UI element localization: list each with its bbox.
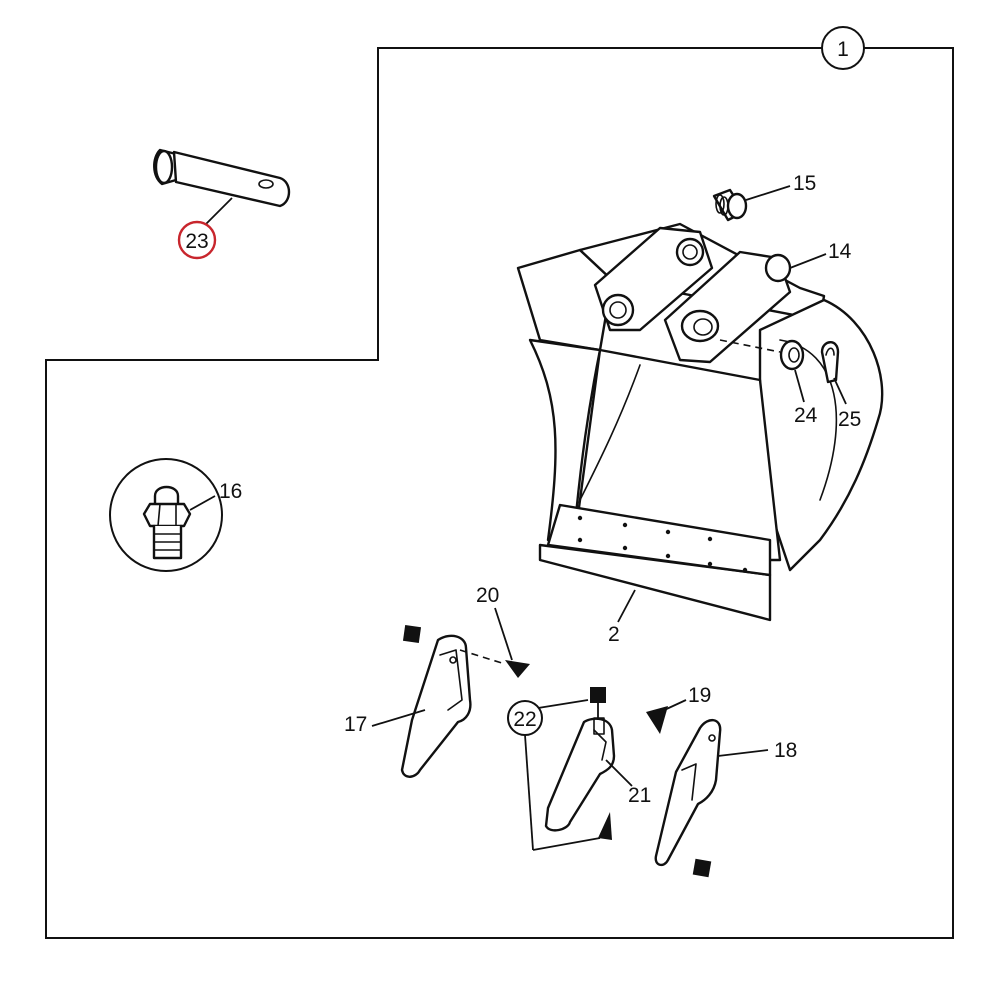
- callout-22[interactable]: 22: [507, 699, 601, 851]
- part-24-washer[interactable]: 24: [779, 339, 818, 427]
- label-17: 17: [344, 713, 367, 736]
- wedge-19-shape: [646, 706, 668, 734]
- part-18-tooth-adapter[interactable]: 18: [654, 719, 798, 867]
- assembly-boundary: [45, 47, 954, 939]
- label-21: 21: [628, 784, 651, 807]
- part-15-bush[interactable]: 15: [712, 172, 816, 222]
- callout-1-label: 1: [837, 38, 849, 61]
- pivot-axis-line: [719, 339, 781, 353]
- label-16: 16: [219, 480, 242, 503]
- label-2: 2: [608, 623, 620, 646]
- square-marker-18: [692, 858, 712, 878]
- label-14: 14: [828, 240, 852, 263]
- part-21-tooth[interactable]: 21: [544, 717, 651, 832]
- wedge-20-shape: [505, 660, 530, 678]
- callout-23[interactable]: 23: [177, 220, 217, 260]
- callout-22-label: 22: [513, 708, 536, 731]
- label-25: 25: [838, 408, 861, 431]
- label-18: 18: [774, 739, 797, 762]
- part-17-tooth-adapter[interactable]: 17: [344, 634, 472, 778]
- label-24: 24: [794, 404, 818, 427]
- label-19: 19: [688, 684, 711, 707]
- part-23-pin[interactable]: [153, 148, 291, 226]
- label-20: 20: [476, 584, 499, 607]
- square-marker-17: [402, 624, 422, 644]
- part-16-grease-nipple[interactable]: 16: [109, 458, 242, 572]
- callout-1[interactable]: 1: [821, 26, 865, 70]
- part-25-linch-pin[interactable]: 25: [820, 341, 861, 431]
- part-20-wedge[interactable]: 20: [459, 584, 530, 678]
- square-marker-21: [590, 687, 606, 703]
- part-2-bucket[interactable]: 2: [516, 222, 884, 646]
- part-14-pivot-bush[interactable]: 14: [789, 240, 852, 269]
- wedge-21-shape: [598, 812, 612, 840]
- label-15: 15: [793, 172, 816, 195]
- callout-23-label: 23: [185, 230, 208, 253]
- part-19-wedge[interactable]: 19: [646, 684, 711, 734]
